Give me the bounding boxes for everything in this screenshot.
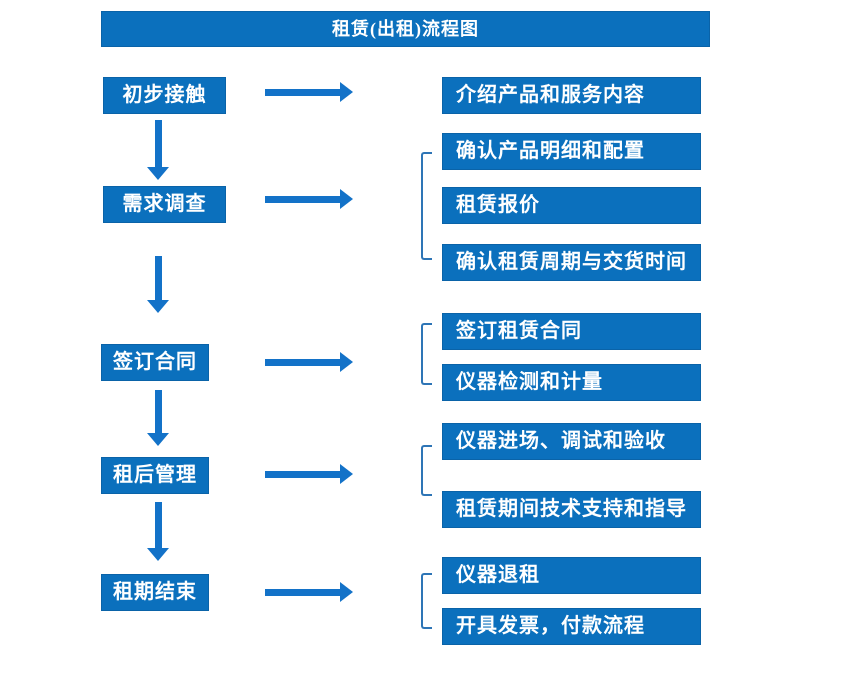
arrow-head — [340, 464, 353, 484]
detail-invoice-payment: 开具发票，付款流程 — [442, 608, 701, 645]
arrow-shaft — [265, 470, 340, 478]
arrow-shaft — [265, 88, 340, 96]
detail-confirm-product-details: 确认产品明细和配置 — [442, 133, 701, 170]
group-bracket — [421, 445, 432, 496]
detail-instrument-return: 仪器退租 — [442, 557, 701, 594]
detail-sign-rental-contract: 签订租赁合同 — [442, 313, 701, 350]
detail-technical-support: 租赁期间技术支持和指导 — [442, 491, 701, 528]
arrow-shaft — [154, 390, 162, 433]
arrow-down-icon — [147, 502, 169, 561]
arrow-down-icon — [147, 256, 169, 313]
arrow-right-icon — [265, 82, 353, 102]
group-bracket — [421, 573, 432, 629]
arrow-head — [340, 582, 353, 602]
arrow-head — [340, 352, 353, 372]
detail-confirm-rental-period: 确认租赁周期与交货时间 — [442, 244, 701, 281]
flowchart-title: 租赁(出租)流程图 — [101, 11, 710, 47]
arrow-shaft — [154, 120, 162, 167]
detail-instrument-testing: 仪器检测和计量 — [442, 364, 701, 401]
group-bracket — [421, 323, 432, 385]
detail-introduce-products: 介绍产品和服务内容 — [442, 77, 701, 114]
step-post-rental-management: 租后管理 — [101, 457, 209, 494]
arrow-head — [147, 167, 169, 180]
arrow-right-icon — [265, 464, 353, 484]
arrow-down-icon — [147, 120, 169, 180]
arrow-right-icon — [265, 189, 353, 209]
detail-rental-quotation: 租赁报价 — [442, 187, 701, 224]
step-initial-contact: 初步接触 — [103, 77, 226, 114]
arrow-shaft — [154, 502, 162, 548]
group-bracket — [421, 152, 432, 260]
arrow-head — [147, 548, 169, 561]
step-rental-end: 租期结束 — [101, 574, 209, 611]
arrow-right-icon — [265, 582, 353, 602]
arrow-head — [147, 433, 169, 446]
step-demand-survey: 需求调查 — [103, 186, 226, 223]
arrow-head — [147, 300, 169, 313]
arrow-right-icon — [265, 352, 353, 372]
arrow-shaft — [265, 358, 340, 366]
arrow-shaft — [265, 195, 340, 203]
arrow-head — [340, 189, 353, 209]
detail-instrument-entry: 仪器进场、调试和验收 — [442, 423, 701, 460]
arrow-shaft — [265, 588, 340, 596]
step-sign-contract: 签订合同 — [101, 344, 209, 381]
arrow-head — [340, 82, 353, 102]
arrow-down-icon — [147, 390, 169, 446]
arrow-shaft — [154, 256, 162, 300]
